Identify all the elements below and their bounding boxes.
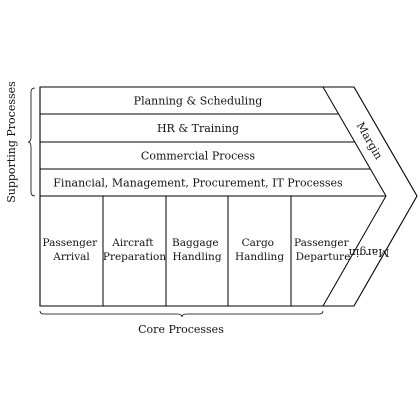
core-step-line-1: Passenger — [43, 237, 99, 249]
band-label-hr: HR & Training — [157, 122, 239, 135]
core-step-passenger-departure: Passenger Departure — [294, 237, 352, 263]
core-step-cargo-handling: Cargo Handling — [235, 237, 284, 263]
core-step-line-2: Preparation — [103, 251, 166, 263]
band-label-financial: Financial, Management, Procurement, IT P… — [53, 177, 343, 190]
core-step-line-1: Aircraft — [111, 237, 154, 249]
core-step-passenger-arrival: Passenger Arrival — [43, 237, 101, 263]
core-processes-label: Core Processes — [138, 323, 224, 336]
supporting-processes-label: Supporting Processes — [5, 81, 18, 203]
core-processes-brace — [39, 310, 324, 318]
core-step-aircraft-preparation: Aircraft Preparation — [103, 237, 166, 263]
value-chain-outline — [39, 86, 418, 307]
band-label-planning: Planning & Scheduling — [134, 95, 263, 108]
core-step-line-2: Arrival — [52, 251, 90, 263]
core-step-line-1: Cargo — [242, 237, 274, 249]
margin-label-upper: Margin — [354, 120, 386, 162]
margin-label-lower: Margin — [349, 246, 390, 259]
margin-separator-lower — [322, 195, 387, 307]
core-step-line-2: Departure — [296, 251, 351, 263]
core-step-baggage-handling: Baggage Handling — [172, 237, 222, 263]
core-step-line-2: Handling — [172, 251, 221, 263]
core-step-line-1: Passenger — [294, 237, 350, 249]
core-step-line-2: Handling — [235, 251, 284, 263]
band-label-commercial: Commercial Process — [141, 150, 256, 163]
core-step-line-1: Baggage — [172, 237, 219, 249]
supporting-processes-brace — [27, 87, 36, 197]
